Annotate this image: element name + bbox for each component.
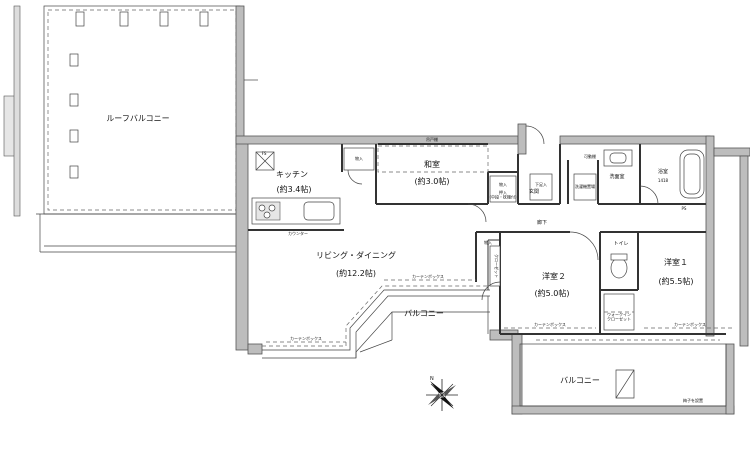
storage2-label: 物入 [484, 239, 492, 245]
storage1-label: 物入 [355, 155, 363, 161]
washitsu-size-label: (約3.0帖) [415, 176, 450, 186]
curtain-boxes [266, 279, 734, 343]
wet-area-fixtures [525, 125, 705, 205]
room-labels: キッチン (約3.4帖) 和室 (約3.0帖) リビング・ダイニング (約12.… [276, 159, 693, 385]
curtain-box-3-label: カーテンボックス [674, 321, 706, 327]
closet-label: クローゼット [494, 254, 500, 278]
storage-pillow-label: 押入(中段・枕棚付) [489, 189, 517, 199]
kitchen-label: キッチン [276, 170, 308, 179]
compass-icon: N [426, 376, 458, 411]
kitchen-size-label: (約3.4帖) [277, 184, 312, 194]
bottom-balcony [519, 339, 727, 407]
western1-label: 洋室１ [664, 257, 688, 267]
curtain-box-4-label: カーテンボックス [290, 335, 322, 341]
balcony-left-label: バルコニー [404, 309, 444, 318]
ps-label: PS [682, 206, 687, 211]
western2-label: 洋室２ [542, 271, 566, 281]
ldk-balcony-edge [262, 285, 490, 359]
bath-size-label: 1418 [658, 178, 669, 183]
curtain-box-2-label: カーテンボックス [534, 321, 566, 327]
linen-label: 洗濯機置場 [575, 183, 595, 189]
washitsu-label: 和室 [424, 159, 440, 169]
shoe-box-label: 下足入 [535, 182, 547, 187]
fs-label: FS [262, 151, 267, 156]
roof-balcony: ルーフバルコニー [3, 5, 258, 253]
eave-label: 梅子を設置 [683, 397, 703, 403]
curtain-box-1-label: カーテンボックス [412, 273, 444, 279]
compass-label: N [430, 376, 434, 382]
shelf-label: 可動棚 [584, 153, 596, 159]
washitsu-fixtures [377, 143, 517, 223]
ldk-label: リビング・ダイニング [316, 250, 396, 260]
roof-balcony-label: ルーフバルコニー [106, 114, 169, 123]
entrance-label: 玄関 [529, 188, 539, 195]
toilet-closet-fixtures [481, 231, 635, 331]
bathroom-label: 浴室 [658, 168, 668, 175]
storage3-label: 物入 [499, 181, 507, 187]
hallway-label: 廊下 [537, 219, 547, 226]
balcony-bottom-label: バルコニー [560, 376, 600, 385]
walkin-label: ウォークインクローゼット [607, 311, 631, 321]
toilet-label: トイレ [613, 241, 628, 247]
fixture-labels: カウンター 物入 物入 物入 クローゼット ウォークインクローゼット カーテンボ… [262, 136, 706, 403]
kitchen-fixtures [251, 147, 375, 225]
washroom-label: 洗面室 [609, 173, 624, 180]
western2-size-label: (約5.0帖) [535, 288, 570, 298]
interior-walls [248, 144, 706, 334]
hanging-label: 吊戸棚 [426, 136, 438, 142]
western1-size-label: (約5.5帖) [659, 276, 694, 286]
counter-label: カウンター [288, 230, 308, 236]
ldk-size-label: (約12.2帖) [336, 268, 376, 278]
